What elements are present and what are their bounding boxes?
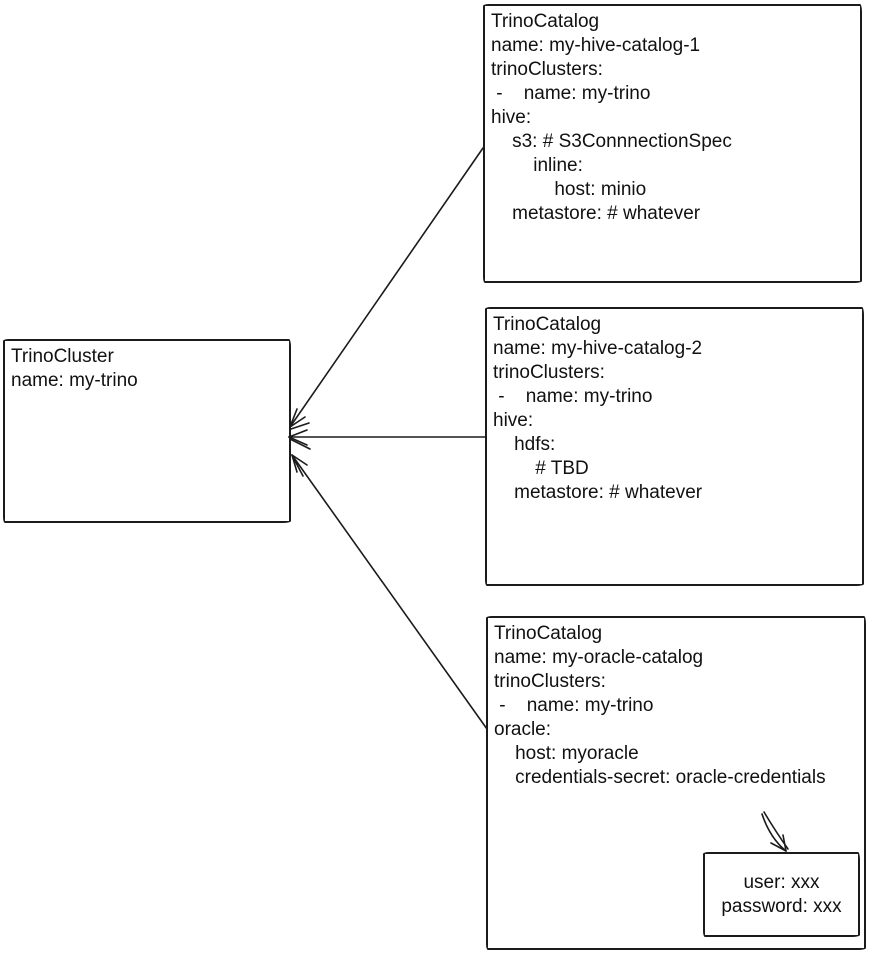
connector-catalog2-to-cluster-arrow: [288, 429, 487, 450]
trino-catalog-3-box: TrinoCatalog name: my-oracle-catalog tri…: [486, 616, 866, 950]
trino-catalog-1-text: TrinoCatalog name: my-hive-catalog-1 tri…: [491, 11, 732, 224]
connector-catalog3-to-cluster-arrow: [291, 454, 488, 730]
trino-catalog-3-text: TrinoCatalog name: my-oracle-catalog tri…: [494, 623, 826, 788]
oracle-credentials-secret-text: user: xxx password: xxx: [721, 872, 842, 917]
connector-catalog1-to-cluster-arrow: [289, 147, 484, 430]
trino-catalog-2-text: TrinoCatalog name: my-hive-catalog-2 tri…: [493, 314, 703, 503]
oracle-credentials-secret-box: user: xxx password: xxx: [703, 852, 860, 937]
trino-catalog-1-box: TrinoCatalog name: my-hive-catalog-1 tri…: [483, 4, 862, 283]
trino-cluster-text: TrinoCluster name: my-trino: [11, 346, 138, 391]
trino-catalog-2-box: TrinoCatalog name: my-hive-catalog-2 tri…: [485, 307, 864, 586]
trino-cluster-box: TrinoCluster name: my-trino: [3, 339, 291, 523]
